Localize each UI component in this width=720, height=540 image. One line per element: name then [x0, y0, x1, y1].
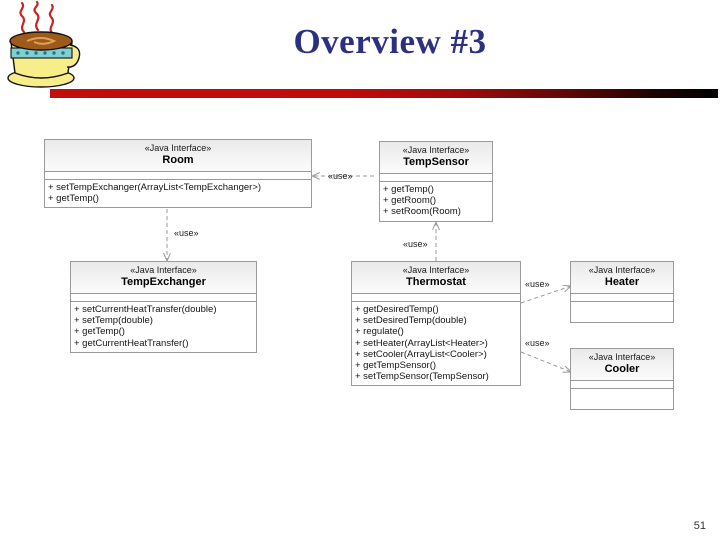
operation-item: + setDesiredTemp(double): [355, 315, 467, 327]
class-attributes-thermostat: [352, 294, 520, 302]
dependency-label-thermostat-sensor: «use»: [403, 239, 428, 249]
class-header-tempexchanger: «Java Interface» TempExchanger: [71, 262, 256, 294]
dependency-line-thermostat-heater: [520, 286, 571, 304]
uml-class-room[interactable]: «Java Interface» Room + setTempExchanger…: [44, 139, 312, 209]
class-stereotype: «Java Interface»: [130, 265, 197, 275]
operation-item: + getTemp(): [74, 326, 125, 338]
class-operations-thermostat: + getDesiredTemp() + setDesiredTemp(doub…: [352, 302, 520, 386]
dependency-label-room-exchanger: «use»: [174, 228, 199, 238]
class-header-tempsensor: «Java Interface» TempSensor: [380, 142, 492, 174]
operation-item: + getTemp(): [48, 193, 99, 205]
class-name: TempSensor: [403, 156, 469, 168]
class-stereotype: «Java Interface»: [588, 265, 656, 275]
dependency-label-thermostat-heater: «use»: [525, 279, 550, 289]
operation-item: + setCurrentHeatTransfer(double): [74, 304, 217, 315]
page-title: Overview #3: [293, 22, 487, 61]
uml-class-tempexchanger[interactable]: «Java Interface» TempExchanger + setCurr…: [70, 261, 257, 353]
class-name: TempExchanger: [121, 276, 206, 288]
operation-item: + setRoom(Room): [383, 206, 461, 218]
class-operations-tempsensor: + getTemp() + getRoom() + setRoom(Room): [380, 182, 492, 221]
class-attributes-tempsensor: [380, 174, 492, 182]
operation-item: + setHeater(ArrayList<Heater>): [355, 337, 488, 349]
operation-item: + setTemp(double): [74, 315, 153, 327]
class-operations-cooler: [571, 389, 673, 409]
uml-class-heater[interactable]: «Java Interface» Heater: [570, 261, 674, 323]
class-attributes-cooler: [571, 381, 673, 389]
uml-class-thermostat[interactable]: «Java Interface» Thermostat + getDesired…: [351, 261, 521, 387]
operation-item: + getDesiredTemp(): [355, 304, 439, 315]
class-attributes-tempexchanger: [71, 294, 256, 302]
class-operations-room: + setTempExchanger(ArrayList<TempExchang…: [45, 180, 311, 208]
class-operations-heater: [571, 302, 673, 322]
class-attributes-heater: [571, 294, 673, 302]
operation-item: + regulate(): [355, 326, 404, 338]
operation-item: + getTempSensor(): [355, 360, 437, 372]
operation-item: + setCooler(ArrayList<Cooler>): [355, 348, 487, 360]
dependency-line-thermostat-cooler: [520, 351, 571, 372]
operation-item: + getRoom(): [383, 195, 437, 207]
operation-item: + setTempSensor(TempSensor): [355, 371, 489, 383]
coffee-cup-icon: [7, 0, 81, 88]
operation-item: + setTempExchanger(ArrayList<TempExchang…: [48, 182, 262, 193]
page-number: 51: [693, 520, 706, 532]
class-stereotype: «Java Interface»: [588, 352, 656, 362]
class-header-cooler: «Java Interface» Cooler: [571, 349, 673, 381]
operation-item: + getCurrentHeatTransfer(): [74, 337, 189, 349]
class-operations-tempexchanger: + setCurrentHeatTransfer(double) + setTe…: [71, 302, 256, 352]
operation-item: + getTemp(): [383, 184, 434, 195]
title-divider: [50, 89, 718, 98]
class-header-thermostat: «Java Interface» Thermostat: [352, 262, 520, 294]
class-header-room: «Java Interface» Room: [45, 140, 311, 172]
class-name: Thermostat: [406, 276, 466, 288]
uml-class-tempsensor[interactable]: «Java Interface» TempSensor + getTemp() …: [379, 141, 493, 222]
class-stereotype: «Java Interface»: [144, 143, 212, 153]
dependency-label-sensor-room: «use»: [328, 171, 353, 181]
class-header-heater: «Java Interface» Heater: [571, 262, 673, 294]
class-stereotype: «Java Interface»: [402, 265, 470, 275]
class-attributes-room: [45, 172, 311, 180]
class-stereotype: «Java Interface»: [402, 145, 470, 155]
class-name: Cooler: [604, 363, 640, 375]
class-name: Heater: [604, 276, 640, 288]
dependency-label-thermostat-cooler: «use»: [525, 338, 550, 348]
uml-class-cooler[interactable]: «Java Interface» Cooler: [570, 348, 674, 410]
class-name: Room: [162, 154, 194, 166]
